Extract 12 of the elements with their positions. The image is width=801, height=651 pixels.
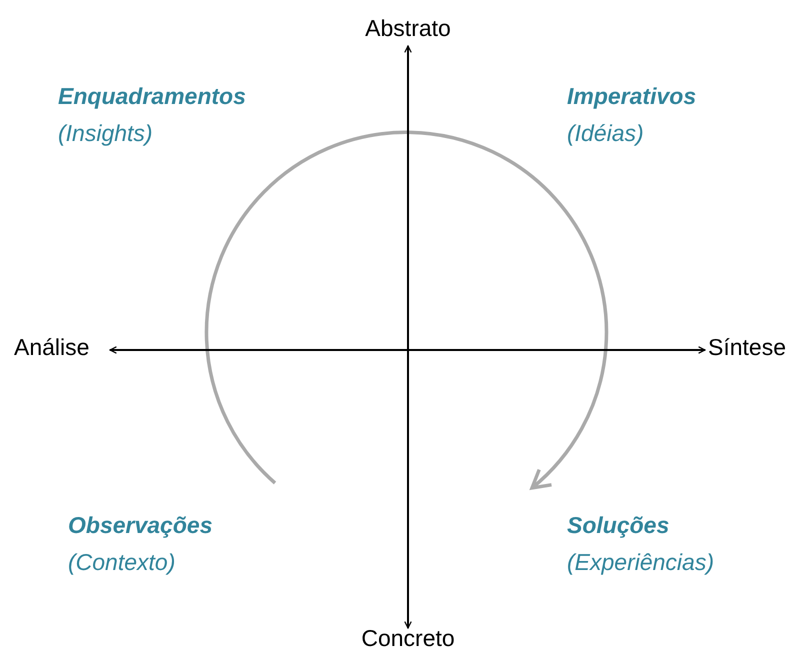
quadrant-title: Imperativos bbox=[567, 82, 696, 110]
axis-label: Análise bbox=[14, 333, 90, 361]
quadrant-title: Observações bbox=[68, 511, 212, 539]
axis-label: Concreto bbox=[361, 624, 455, 651]
axis-label: Síntese bbox=[708, 333, 786, 361]
quadrant-title: Enquadramentos bbox=[58, 82, 246, 110]
quadrant-subtitle: (Idéias) bbox=[567, 119, 644, 147]
quadrant-subtitle: (Experiências) bbox=[567, 548, 714, 576]
quadrant-title: Soluções bbox=[567, 511, 670, 539]
quadrant-subtitle: (Insights) bbox=[58, 119, 153, 147]
quadrant-subtitle: (Contexto) bbox=[68, 548, 176, 576]
axis-label: Abstrato bbox=[365, 14, 451, 42]
